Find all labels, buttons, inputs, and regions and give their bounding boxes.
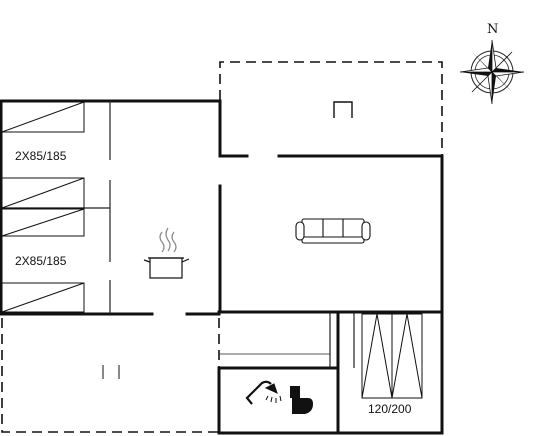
north-label: N — [487, 22, 498, 37]
toilet-icon — [290, 386, 313, 414]
bed-middle-pair — [1, 208, 85, 313]
bed-label-middle: 2X85/185 — [15, 254, 67, 268]
bed-label-small: 120/200 — [368, 402, 412, 416]
compass-rose-icon: N — [459, 22, 525, 105]
sofa-icon — [295, 218, 371, 244]
shower-icon — [245, 380, 282, 405]
terrace-outline — [1, 61, 443, 433]
walls — [0, 99, 444, 435]
kitchen-pot-icon — [143, 227, 190, 279]
double-bed — [361, 313, 423, 399]
bed-label-top: 2X85/185 — [15, 149, 67, 163]
door-marker — [102, 365, 120, 379]
fireplace-icon — [333, 101, 353, 118]
interior-partitions — [2, 101, 355, 368]
bed-top-pair — [1, 101, 85, 209]
